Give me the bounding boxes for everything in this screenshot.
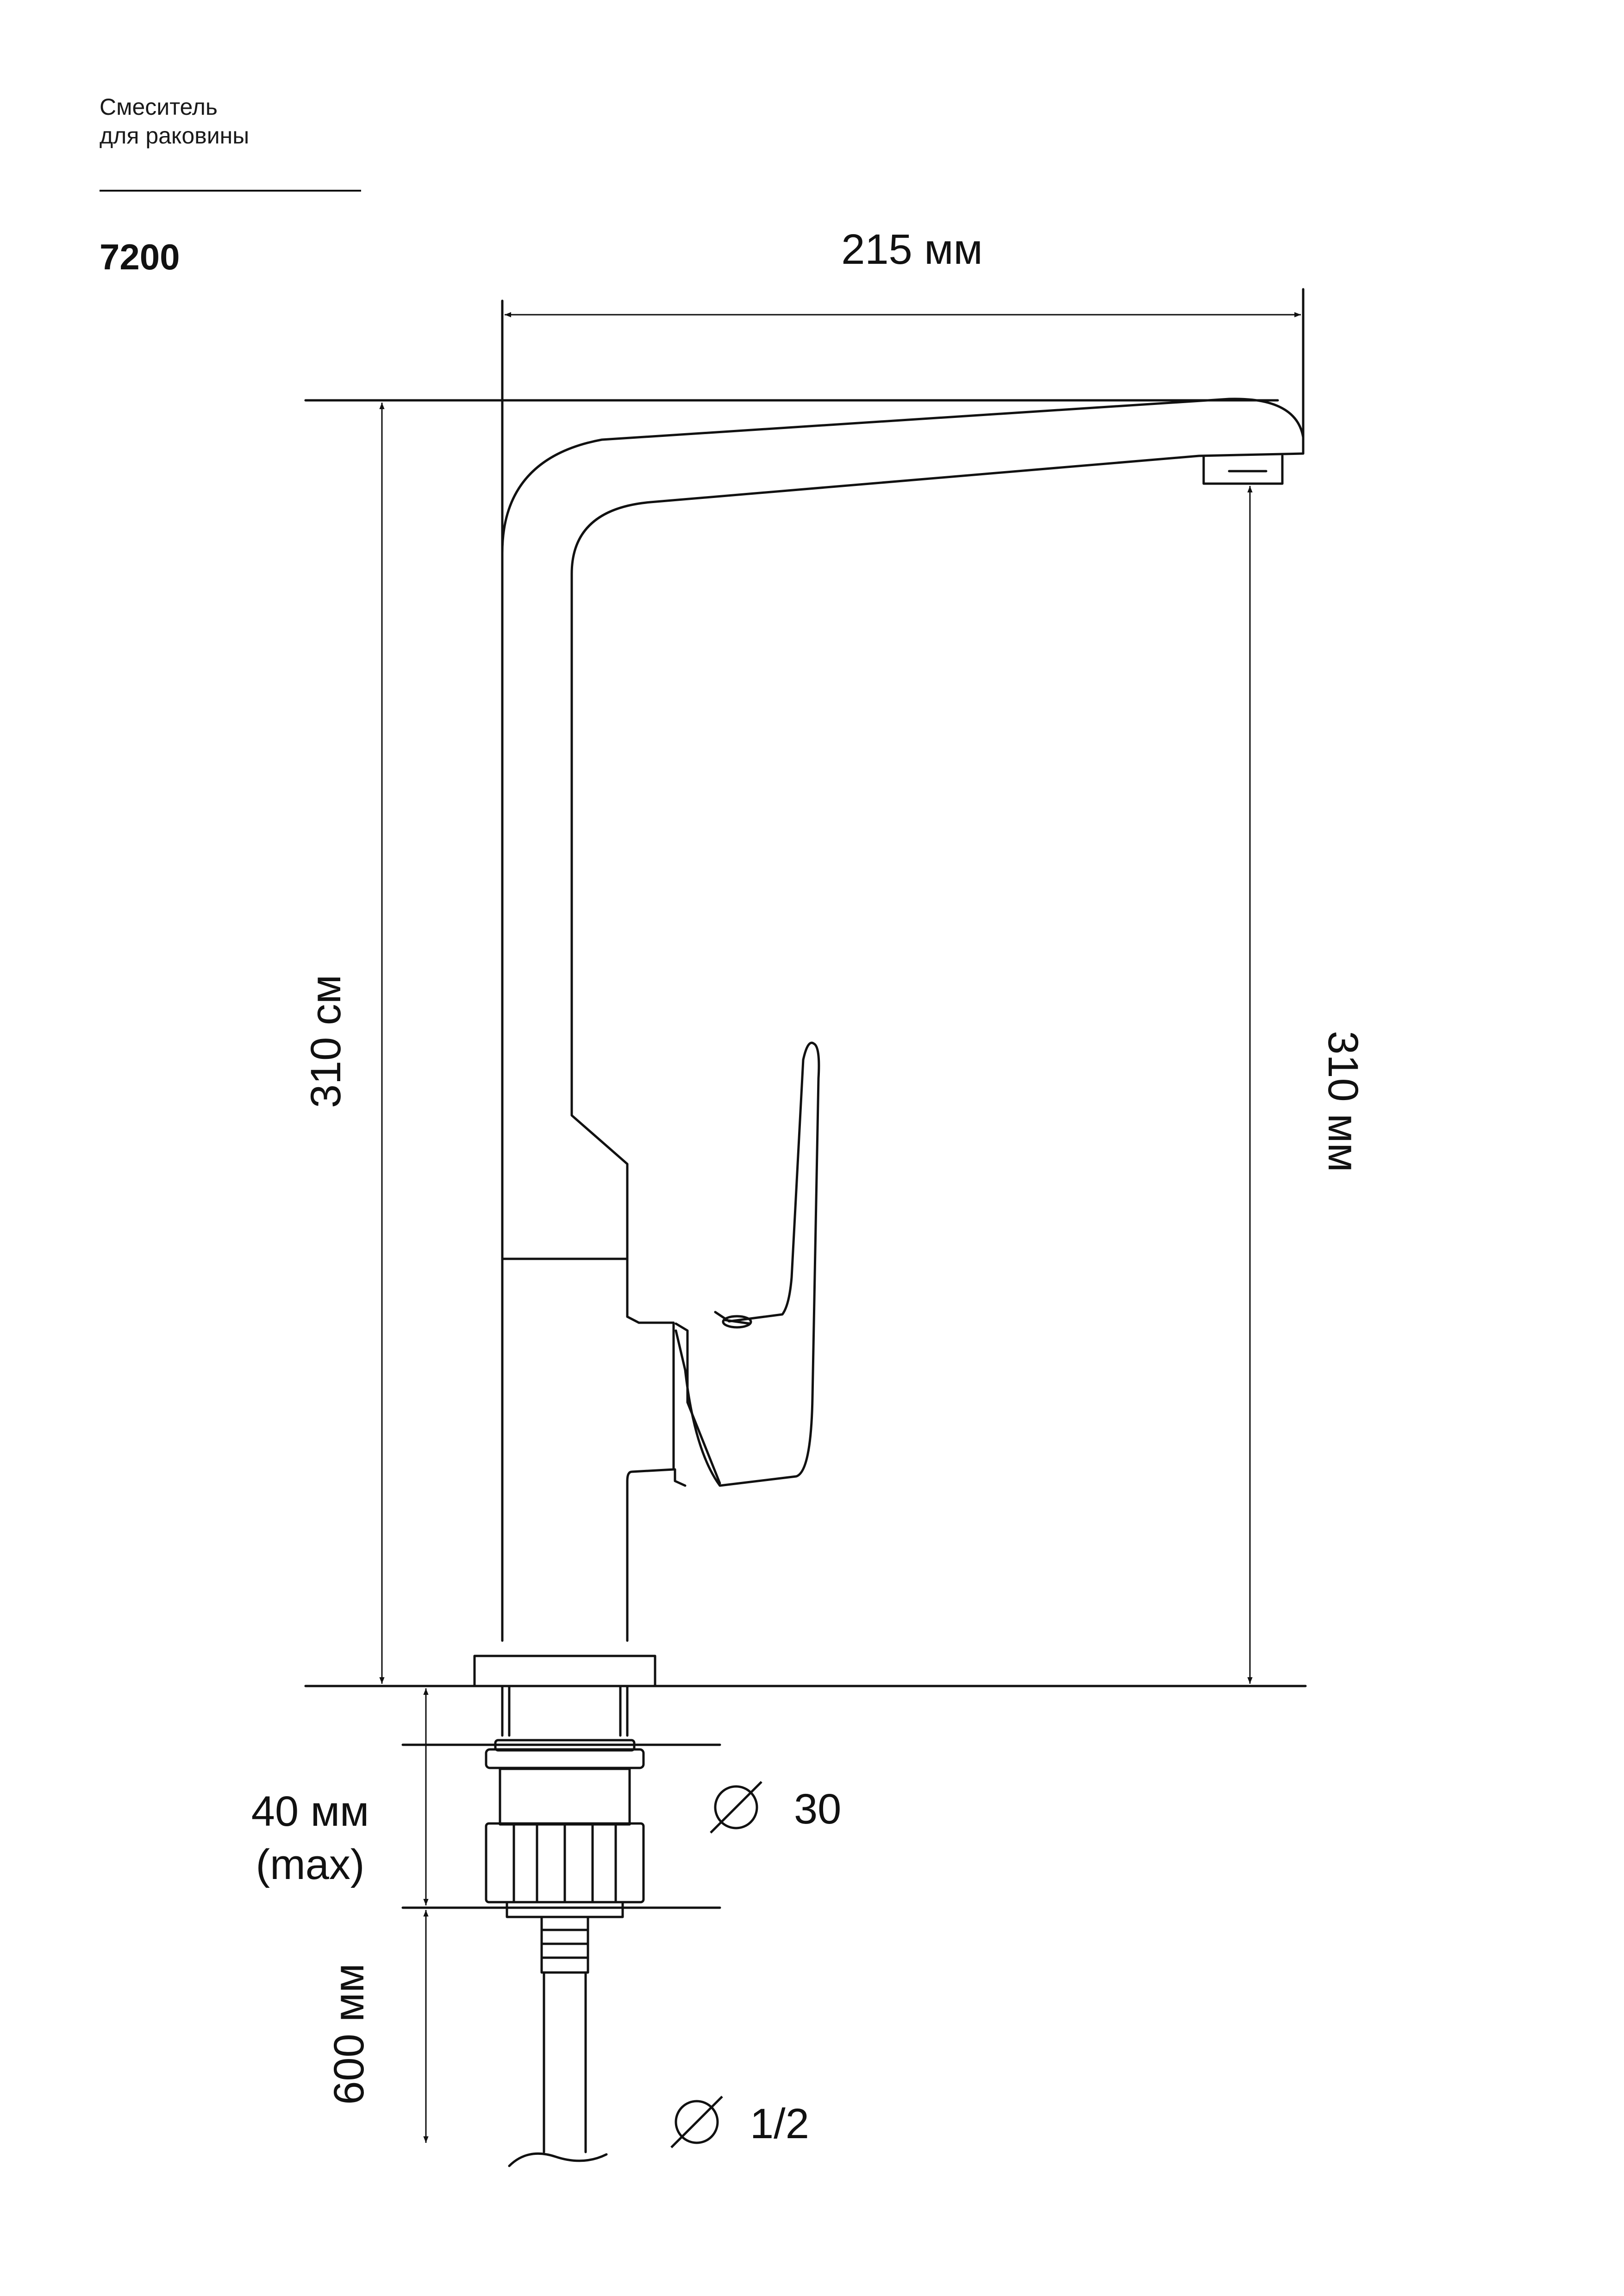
hose <box>543 1971 587 2153</box>
shank-washer <box>485 1748 645 1769</box>
nut-bottom-ring <box>506 1901 624 1918</box>
width-label: 215 мм <box>841 226 983 273</box>
hose-length-label: 600 мм <box>325 1963 373 2105</box>
cartridge-cap <box>674 1468 687 1487</box>
product-title: Смеситель для раковины <box>100 93 249 150</box>
faucet-body-outline <box>501 398 1305 1642</box>
mounting-shank <box>501 1685 629 1737</box>
base-plate <box>473 1655 656 1687</box>
right-height-label: 310 мм <box>1319 1031 1367 1172</box>
diameter-icon <box>670 2096 723 2148</box>
title-divider <box>100 190 361 192</box>
model-number: 7200 <box>100 236 180 277</box>
lever-screw-icon <box>722 1315 752 1329</box>
lever-handle <box>675 1041 820 1487</box>
shank-diameter-label: 30 <box>794 1786 841 1833</box>
shank-thread <box>499 1767 631 1826</box>
left-height-label: 310 см <box>302 975 350 1108</box>
diameter-icon <box>710 1781 762 1834</box>
mount-depth-label: 40 мм <box>251 1788 369 1835</box>
lever-cartridge <box>675 1322 721 1485</box>
title-line-1: Смеситель <box>100 94 218 120</box>
nut-knurling <box>512 1822 617 1904</box>
hose-thread-label: 1/2 <box>750 2100 809 2147</box>
title-line-2: для раковины <box>100 123 250 149</box>
aerator <box>1202 454 1284 485</box>
mount-depth-note: (max) <box>256 1841 364 1888</box>
hose-break <box>508 2152 608 2167</box>
